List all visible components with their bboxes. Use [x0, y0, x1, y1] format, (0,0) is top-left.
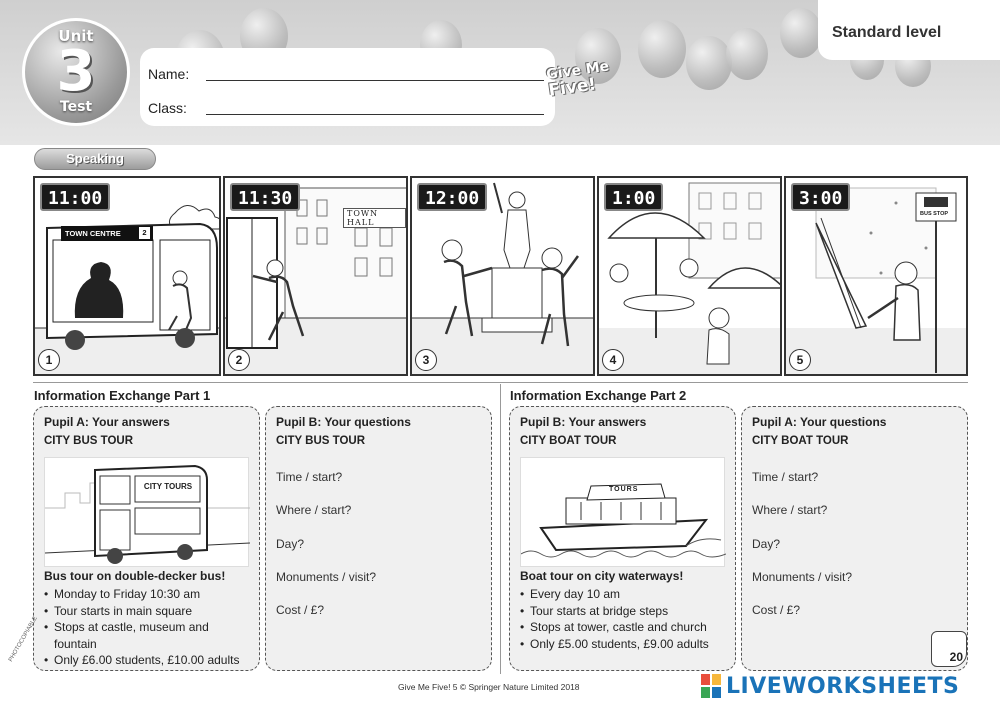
card-subheading: CITY BOAT TOUR — [752, 435, 849, 447]
question-prompt: Cost / £? — [752, 603, 801, 617]
route-number: 2 — [139, 227, 150, 239]
tour-detail: Only £6.00 students, £10.00 adults — [44, 652, 239, 669]
question-prompt: Monuments / visit? — [752, 570, 853, 584]
picture-panel-4: 1:00 4 — [597, 176, 782, 376]
picture-panel-2: 11:30 TOWN HALL 2 — [223, 176, 408, 376]
card-heading: Pupil A: Your questions — [752, 415, 887, 429]
tour-detail: fountain — [54, 636, 97, 651]
liveworksheets-cube-icon — [700, 673, 722, 699]
panel-number: 4 — [602, 349, 624, 371]
tour-description-title: Boat tour on city waterways! — [520, 569, 684, 583]
balloon-decoration — [638, 20, 686, 78]
panel-number: 3 — [415, 349, 437, 371]
column-divider — [500, 384, 501, 674]
class-row: Class: — [148, 100, 544, 116]
page-number: 20 — [949, 650, 963, 664]
bus-tour-picture: CITY TOURS — [44, 457, 255, 567]
boat-tour-picture: TOURS — [520, 457, 727, 567]
town-hall-sign: TOWN HALL — [343, 208, 406, 228]
balloon-decoration — [780, 8, 822, 58]
name-field[interactable] — [206, 80, 544, 81]
destination-text: TOWN CENTRE — [65, 229, 121, 238]
part2-pupil-b-card: Pupil B: Your answers CITY BOAT TOUR TOU… — [509, 406, 736, 671]
bus-stop-sign: BUS STOP — [920, 211, 949, 217]
card-heading: Pupil B: Your questions — [276, 415, 411, 429]
class-field[interactable] — [206, 114, 544, 115]
name-label: Name: — [148, 66, 190, 82]
part1-title: Information Exchange Part 1 — [34, 388, 211, 403]
copyright-text: Give Me Five! 5 © Springer Nature Limite… — [398, 682, 580, 692]
bus-illustration — [35, 205, 219, 374]
question-prompt: Where / start? — [752, 503, 828, 517]
part2-pupil-a-card: Pupil A: Your questions CITY BOAT TOUR T… — [741, 406, 968, 671]
tour-description-title: Bus tour on double-decker bus! — [44, 569, 226, 583]
level-tab: Standard level — [818, 0, 1000, 60]
question-prompt: Day? — [752, 537, 781, 551]
tour-detail: Only £5.00 students, £9.00 adults — [520, 636, 709, 653]
tour-details-list: Every day 10 am Tour starts at bridge st… — [520, 586, 709, 652]
card-heading: Pupil B: Your answers — [520, 415, 647, 429]
name-row: Name: — [148, 66, 544, 82]
question-prompt: Monuments / visit? — [276, 570, 377, 584]
picture-panel-3: 12:00 3 — [410, 176, 595, 376]
bus-stop-illustration — [786, 187, 966, 374]
tour-detail: Stops at castle, museum and — [44, 619, 239, 636]
clock-display: 11:30 — [230, 183, 301, 211]
tour-detail: Monday to Friday 10:30 am — [44, 586, 239, 603]
question-prompt: Time / start? — [276, 470, 343, 484]
tour-detail: Stops at tower, castle and church — [520, 619, 709, 636]
unit-label: Unit — [58, 27, 94, 45]
boat-tour-sign: TOURS — [609, 486, 639, 493]
tour-detail: Tour starts at bridge steps — [520, 603, 709, 620]
section-divider — [33, 382, 968, 383]
question-prompt: Where / start? — [276, 503, 352, 517]
level-label: Standard level — [832, 24, 942, 41]
test-label: Test — [59, 99, 93, 115]
panel-number: 5 — [789, 349, 811, 371]
clock-display: 12:00 — [417, 183, 488, 211]
clock-display: 11:00 — [40, 183, 111, 211]
liveworksheets-logo[interactable]: LIVEWORKSHEETS — [700, 670, 959, 702]
card-subheading: CITY BUS TOUR — [44, 435, 134, 447]
picture-panel-1: 11:00 TOWN CENTRE 2 1 — [33, 176, 221, 376]
unit-number: 3 — [56, 39, 96, 104]
question-prompt: Time / start? — [752, 470, 819, 484]
part1-pupil-a-card: Pupil A: Your answers CITY BUS TOUR CITY… — [33, 406, 260, 671]
question-prompt: Cost / £? — [276, 603, 325, 617]
unit-badge: Unit 3 Test — [22, 18, 130, 126]
cafe-illustration — [599, 182, 780, 374]
speaking-section-label: Speaking — [34, 148, 156, 170]
part2-title: Information Exchange Part 2 — [510, 388, 687, 403]
clock-display: 1:00 — [604, 183, 664, 211]
balloon-decoration — [575, 28, 621, 84]
double-decker-bus-illustration — [44, 464, 255, 564]
picture-strip: 11:00 TOWN CENTRE 2 1 11:30 TOWN HALL 2 — [33, 176, 968, 376]
picture-panel-5: 3:00 BUS STOP 5 — [784, 176, 968, 376]
part1-pupil-b-card: Pupil B: Your questions CITY BUS TOUR Ti… — [265, 406, 492, 671]
card-heading: Pupil A: Your answers — [44, 415, 170, 429]
brand-name: LIVEWORKSHEETS — [726, 673, 960, 699]
balloon-decoration — [726, 28, 768, 80]
boat-illustration — [520, 483, 727, 558]
balloon-decoration — [686, 36, 732, 90]
panel-number: 1 — [38, 349, 60, 371]
page-number-box: 20 — [931, 631, 967, 667]
tour-detail: Every day 10 am — [520, 586, 709, 603]
name-card: Name: Class: — [140, 48, 555, 126]
statue-illustration — [412, 182, 593, 374]
class-label: Class: — [148, 100, 187, 116]
question-prompt: Day? — [276, 537, 305, 551]
tour-details-list: Monday to Friday 10:30 am Tour starts in… — [44, 586, 239, 669]
card-subheading: CITY BUS TOUR — [276, 435, 366, 447]
card-subheading: CITY BOAT TOUR — [520, 435, 617, 447]
panel-number: 2 — [228, 349, 250, 371]
bus-tour-sign: CITY TOURS — [143, 482, 193, 491]
tour-detail: Tour starts in main square — [44, 603, 239, 620]
clock-display: 3:00 — [791, 183, 851, 211]
bus-destination-sign: TOWN CENTRE 2 — [61, 226, 153, 241]
